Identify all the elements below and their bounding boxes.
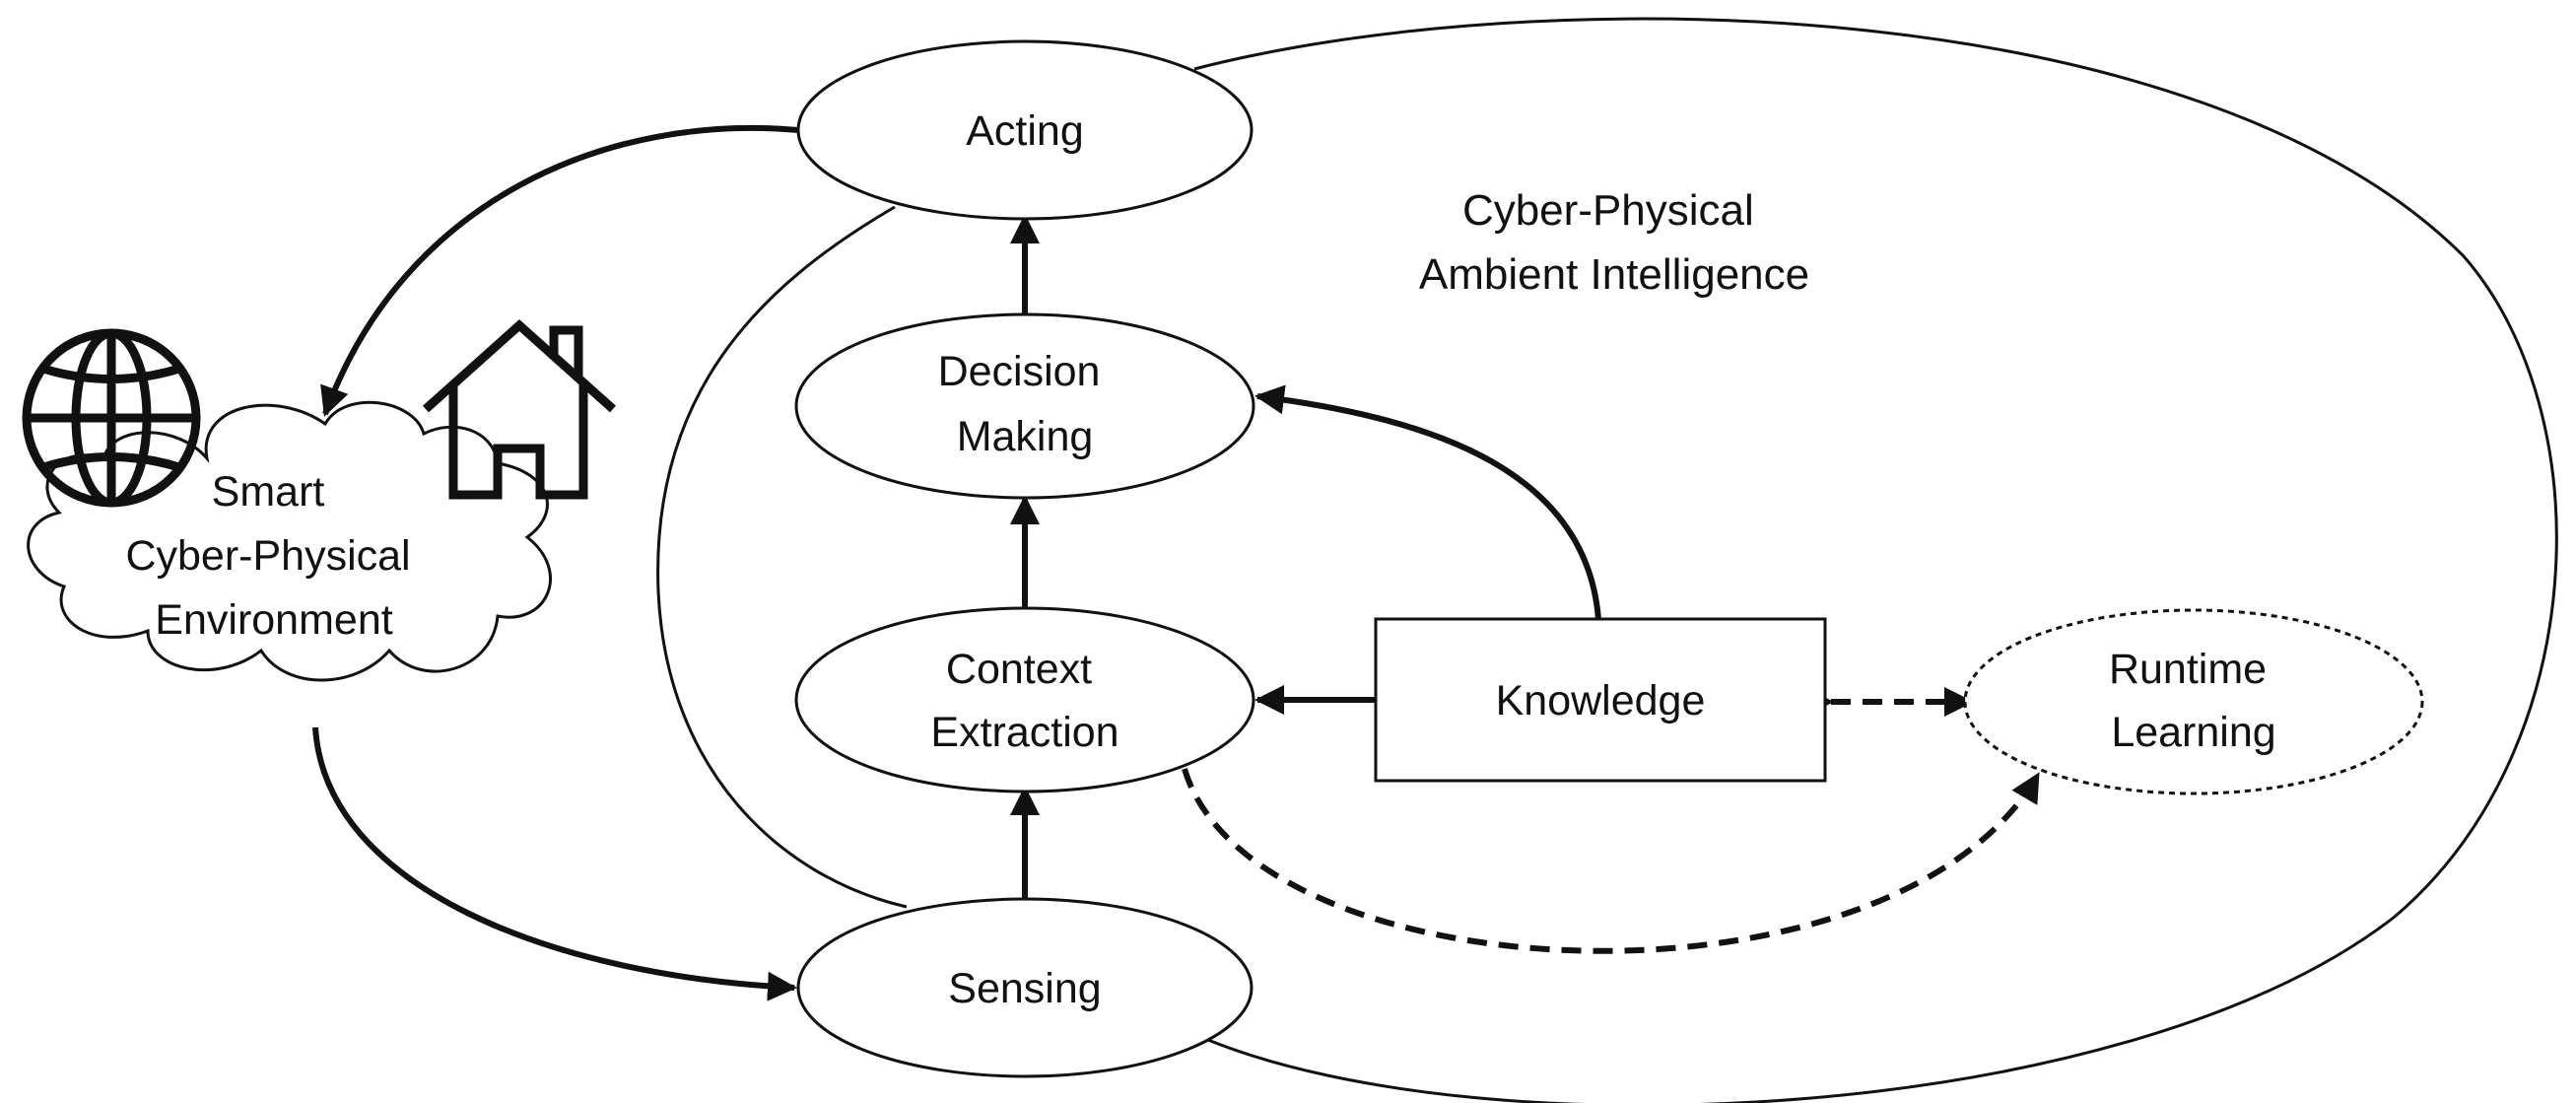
node-decision-making-label-line-2: Making [957,413,1094,460]
environment-label-line-2: Cyber-Physical [125,532,410,580]
node-decision-making-label: Decision Making [938,348,1113,460]
node-knowledge-label: Knowledge [1496,677,1706,724]
node-decision-making-label-line-1: Decision [938,348,1101,395]
node-acting-label: Acting [966,107,1084,155]
ambient-intelligence-label-line-1: Cyber-Physical [1462,186,1754,235]
edge-context-to-runtime-dashed [1182,768,2041,954]
environment-label: Smart Cyber-Physical Environment [125,468,422,644]
edge-acting-to-environment [320,124,799,417]
cloud-icon [27,400,552,682]
environment-label-line-1: Smart [212,468,325,516]
node-runtime-learning: Runtime Learning [1963,608,2424,795]
ambient-intelligence-boundary [1193,17,2558,1103]
environment-label-line-3: Environment [155,596,392,644]
house-icon [422,318,617,500]
edge-environment-to-sensing [312,726,797,1001]
node-knowledge: Knowledge [1374,617,1827,783]
inner-boundary-arc [656,205,908,909]
globe-icon [22,328,201,508]
node-context-extraction-label-line-1: Context [946,646,1092,693]
node-acting: Acting [796,39,1254,221]
node-decision-making: Decision Making [794,312,1255,500]
edge-knowledge-to-decision [1254,384,1601,620]
node-runtime-learning-label-line-1: Runtime [2109,646,2267,693]
node-sensing: Sensing [796,897,1254,1078]
node-runtime-learning-label: Runtime Learning [2109,646,2278,756]
ambient-intelligence-label-line-2: Ambient Intelligence [1419,250,1809,299]
node-context-extraction-label: Context Extraction [930,646,1119,756]
node-sensing-label: Sensing [948,965,1101,1012]
node-context-extraction: Context Extraction [794,606,1255,793]
node-context-extraction-label-line-2: Extraction [930,709,1119,756]
ambient-intelligence-label: Cyber-Physical Ambient Intelligence [1419,186,1809,299]
node-runtime-learning-label-line-2: Learning [2111,709,2275,756]
